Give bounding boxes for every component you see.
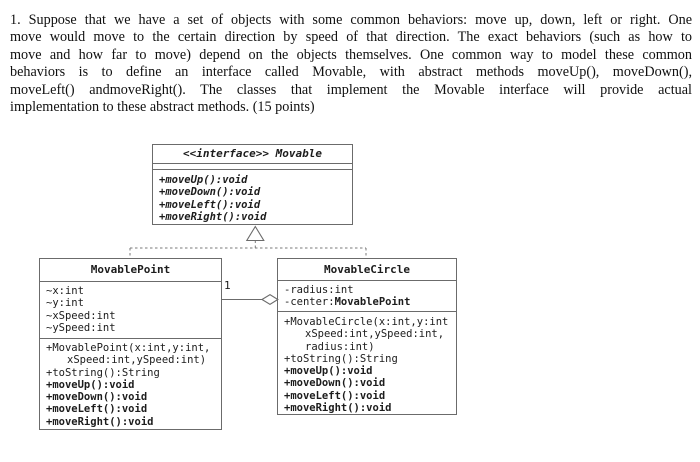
question-text: 1. Suppose that we have a set of objects… xyxy=(10,12,692,116)
aggregation-diamond-icon xyxy=(260,294,279,305)
uml-method-line: +MovablePoint(x:int,y:int, xyxy=(46,342,211,354)
uml-method-line: +MovableCircle(x:int,y:int xyxy=(284,316,449,328)
movablecircle-methods: +MovableCircle(x:int,y:int xSpeed:int,yS… xyxy=(278,312,456,415)
question-line: behaviors is to define an interface call… xyxy=(10,64,692,81)
uml-method-line: +moveLeft():void xyxy=(159,198,261,211)
uml-method-line: +moveUp():void xyxy=(284,365,373,378)
uml-class-movablepoint: MovablePoint ~x:int ~y:int ~xSpeed:int ~… xyxy=(39,258,222,430)
uml-method-line: radius:int) xyxy=(305,340,375,353)
uml-method-line: +moveUp():void xyxy=(46,378,135,391)
interface-empty-attributes xyxy=(153,164,352,170)
uml-method-line: +toString():String xyxy=(46,366,160,379)
uml-method-line: +moveRight():void xyxy=(159,210,267,223)
class-title: MovableCircle xyxy=(278,259,456,281)
uml-method-line: xSpeed:int,ySpeed:int) xyxy=(67,354,207,367)
movablepoint-methods: +MovablePoint(x:int,y:int, xSpeed:int,yS… xyxy=(40,339,221,429)
uml-attribute-line: -radius:int xyxy=(284,284,354,296)
question-line: move and how far to move) depend on the … xyxy=(10,46,692,63)
class-title: MovablePoint xyxy=(40,259,221,282)
uml-method-line: +moveLeft():void xyxy=(284,389,386,402)
uml-method-line: +toString():String xyxy=(284,352,398,365)
movablecircle-attributes: -radius:int -center:MovablePoint xyxy=(278,281,456,312)
uml-method-line: xSpeed:int,ySpeed:int, xyxy=(305,328,445,341)
uml-method-line: +moveDown():void xyxy=(284,377,386,390)
uml-class-movablecircle: MovableCircle -radius:int -center:Movabl… xyxy=(277,258,457,415)
uml-method-line: +moveDown():void xyxy=(159,186,261,199)
question-line: move would move to the certain direction… xyxy=(10,29,692,46)
uml-attribute-line: ~y:int xyxy=(46,297,84,310)
uml-method-line: +moveRight():void xyxy=(46,415,154,428)
question-line: 1. Suppose that we have a set of objects… xyxy=(10,12,692,28)
interface-methods: +moveUp():void +moveDown():void +moveLef… xyxy=(153,170,352,223)
uml-method-line: +moveRight():void xyxy=(284,402,392,415)
movablepoint-attributes: ~x:int ~y:int ~xSpeed:int ~ySpeed:int xyxy=(40,282,221,339)
uml-attribute-line: -center:MovablePoint xyxy=(278,296,456,308)
uml-attribute-line: ~ySpeed:int xyxy=(46,321,116,334)
uml-interface-movable: <<interface>> Movable +moveUp():void +mo… xyxy=(152,144,353,225)
multiplicity-label: 1 xyxy=(224,279,231,292)
uml-method-line: +moveDown():void xyxy=(46,391,148,404)
uml-method-line: +moveLeft():void xyxy=(46,403,148,416)
question-line: moveLeft() andmoveRight(). The classes t… xyxy=(10,81,692,98)
realization-triangle-icon xyxy=(245,225,265,242)
question-line: implementation to these abstract methods… xyxy=(10,99,315,116)
attribute-prefix: -center: xyxy=(284,296,335,309)
uml-attribute-line: ~x:int xyxy=(46,285,84,297)
uml-method-line: +moveUp():void xyxy=(159,174,248,186)
uml-attribute-line: ~xSpeed:int xyxy=(46,309,116,322)
attribute-type: MovablePoint xyxy=(334,296,411,309)
interface-title: <<interface>> Movable xyxy=(153,145,352,164)
